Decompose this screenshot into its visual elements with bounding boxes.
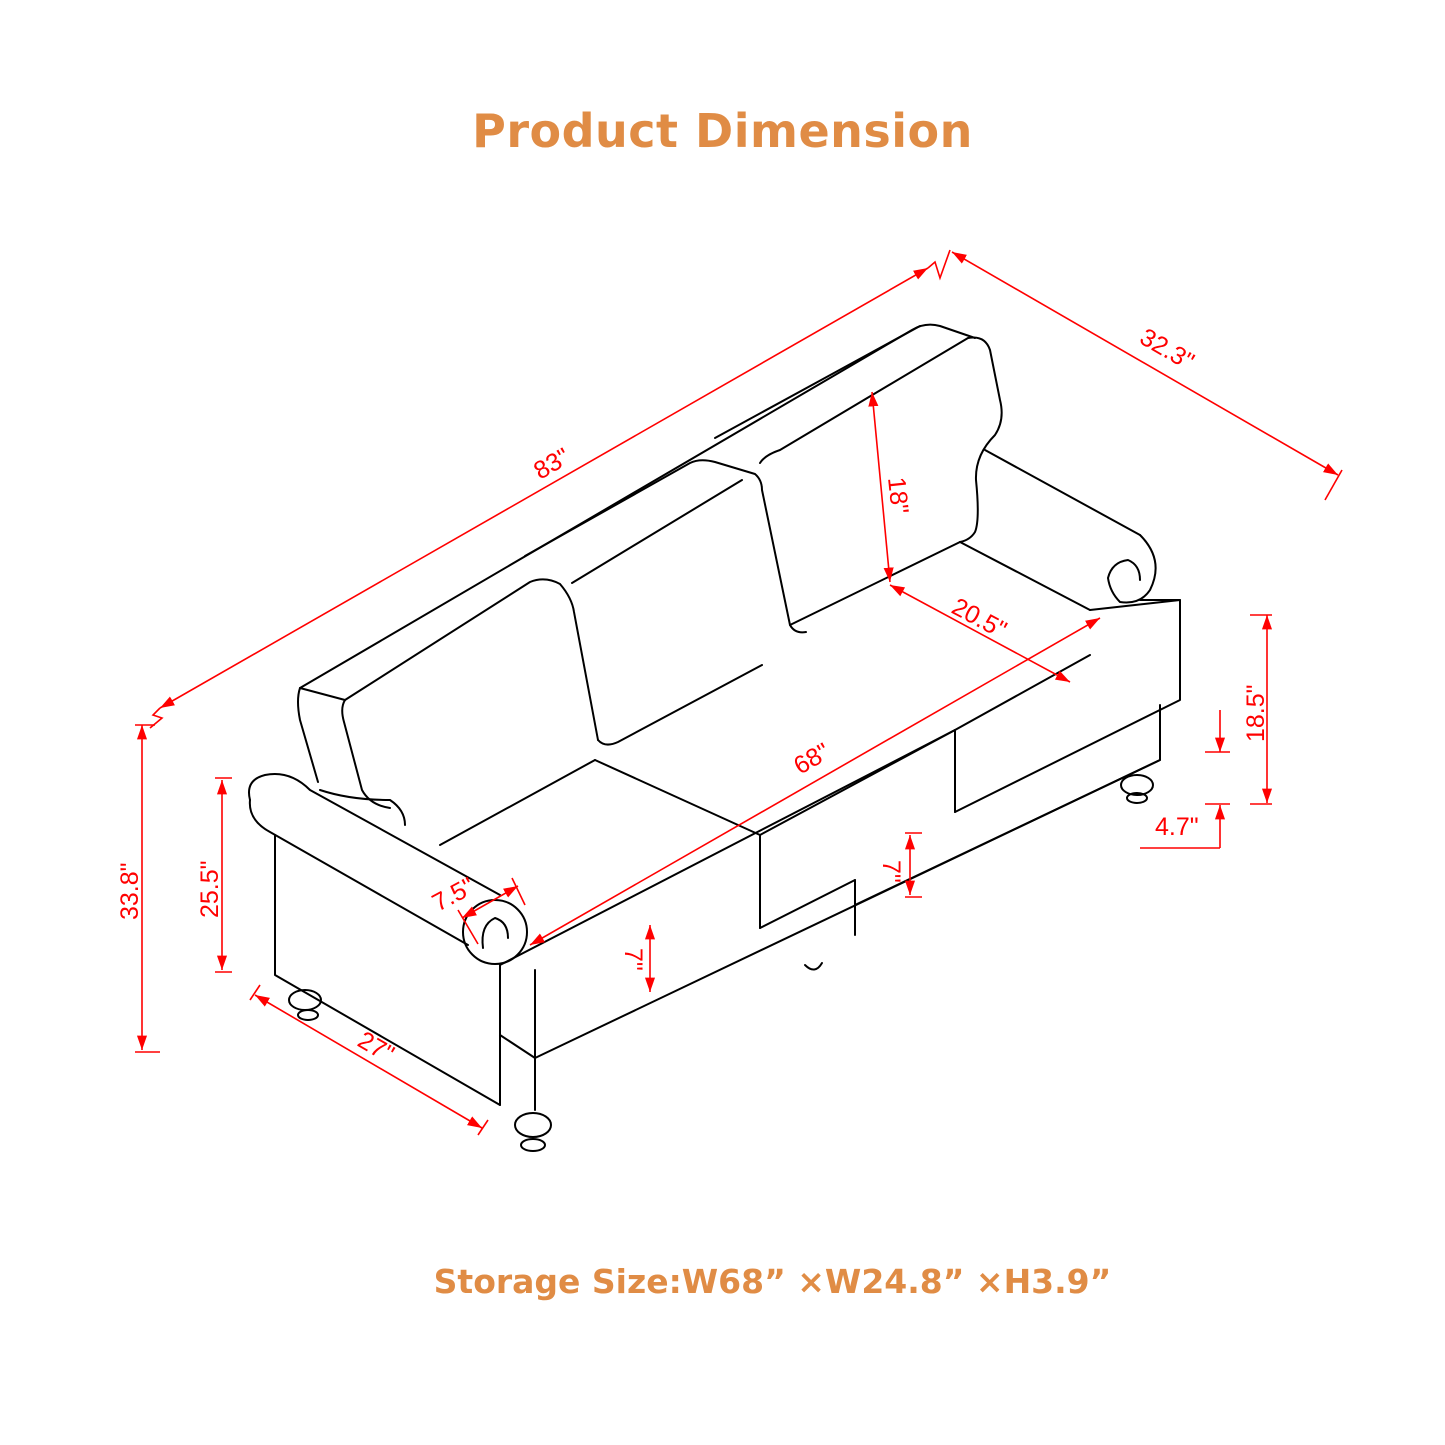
dim-seat-height: 18.5": [1242, 684, 1270, 742]
dim-leg-height: 4.7": [1155, 813, 1199, 841]
dim-side-depth: 27": [353, 1026, 399, 1069]
back-cushion-left: [344, 578, 599, 741]
right-arm-scroll: [1107, 534, 1157, 604]
storage-size-label: Storage Size:W68” ×W24.8” ×H3.9”: [433, 1262, 1112, 1301]
sofa-drawing: [248, 323, 1181, 1152]
dim-back-height: 18": [882, 476, 914, 515]
page-title: Product Dimension: [472, 104, 973, 158]
dim-seat-depth: 20.5": [947, 593, 1011, 645]
dim-overall-width: 83": [529, 443, 575, 486]
dim-arm-height: 25.5": [196, 860, 224, 918]
back-cushion-right: [759, 336, 1003, 543]
dim-overall-height: 33.8": [116, 862, 144, 920]
dim-overall-depth: 32.3": [1135, 323, 1199, 376]
legs: [288, 774, 1154, 1152]
dim-storage-drawer-height: 7": [877, 860, 905, 883]
dim-cushion-thickness: 7": [619, 948, 647, 971]
dimension-annotations: 83" 32.3" 33.8" 25.5" 27" 68" 20.5" 18": [116, 249, 1343, 1136]
back-cushion-middle: [524, 459, 807, 634]
left-arm: [248, 773, 501, 896]
left-arm-scroll: [462, 899, 528, 965]
